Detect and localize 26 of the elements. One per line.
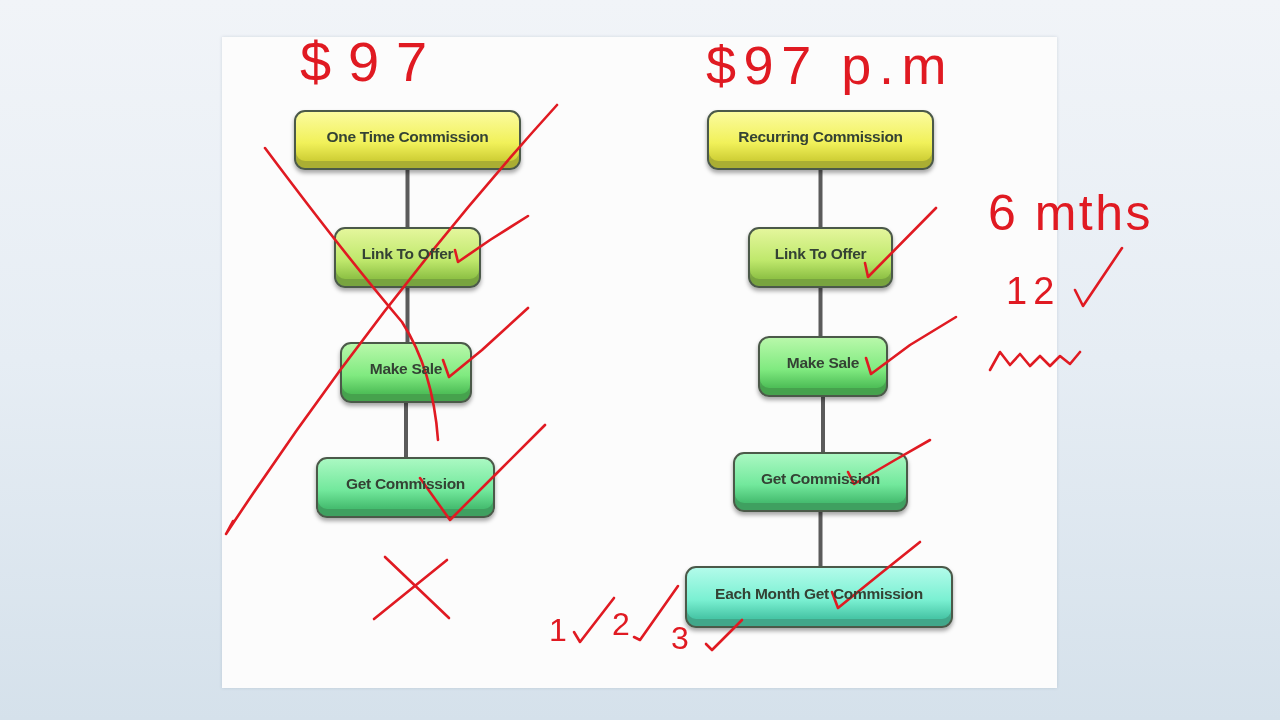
box-label: One Time Commission xyxy=(326,127,489,147)
connector-line xyxy=(818,288,823,336)
connector-line xyxy=(405,288,410,342)
handwritten-number: 3 xyxy=(671,622,689,654)
connector-line xyxy=(821,397,825,452)
process-box xyxy=(707,110,934,170)
box-label: Link To Offer xyxy=(774,245,867,264)
process-box xyxy=(685,566,953,628)
handwritten-number: 12 xyxy=(1006,272,1061,310)
handwritten-note: 6 mths xyxy=(988,188,1154,238)
connector-line xyxy=(818,512,823,566)
process-box xyxy=(748,227,893,288)
handwritten-number: 1 xyxy=(549,614,567,646)
process-box xyxy=(334,227,481,288)
process-box xyxy=(294,110,521,170)
connector-line xyxy=(818,170,823,227)
handwritten-price: $97 xyxy=(300,34,444,90)
process-box xyxy=(316,457,495,518)
process-box xyxy=(340,342,472,403)
connector-line xyxy=(405,170,410,227)
connector-line xyxy=(404,403,408,457)
process-box xyxy=(733,452,908,512)
box-label: Recurring Commission xyxy=(738,127,903,147)
handwritten-number: 2 xyxy=(612,608,630,640)
box-label: Make Sale xyxy=(786,354,860,373)
process-box xyxy=(758,336,888,397)
